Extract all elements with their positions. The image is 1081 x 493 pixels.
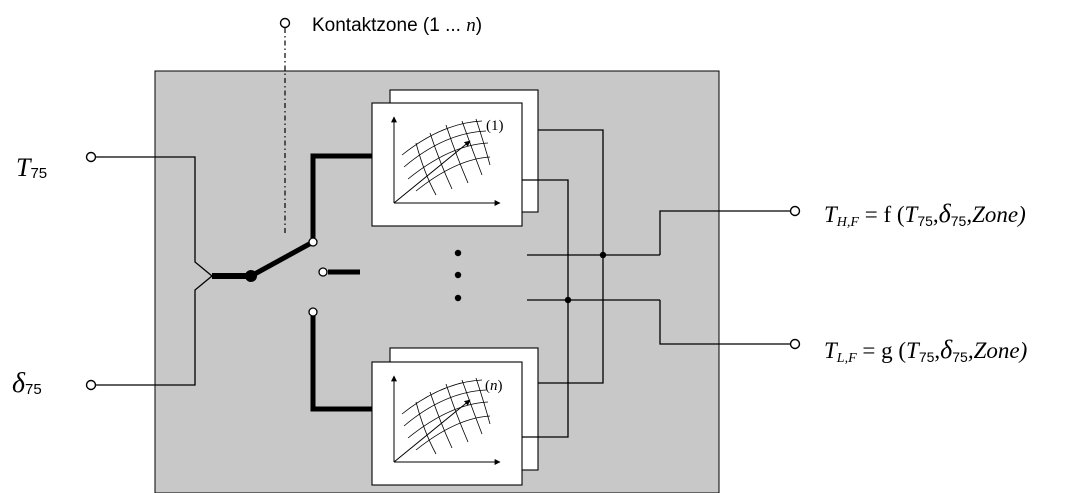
input-deflection: δ75	[12, 275, 213, 399]
map-1-out-low	[522, 179, 569, 438]
ellipsis-dot	[454, 249, 462, 257]
map-n-index-label: (n)	[485, 378, 503, 394]
map-1-index-label: (1)	[486, 118, 504, 134]
input-temperature-wire	[96, 156, 213, 277]
output-wiring	[522, 129, 790, 438]
ellipsis-dot	[454, 294, 462, 302]
contact-zone-terminal[interactable]	[279, 17, 291, 29]
switch-contact-n	[308, 307, 318, 317]
ellipsis-dots	[454, 249, 462, 302]
output-low-formula: TL,F = g (T75,δ75,Zone)	[824, 335, 1027, 366]
ellipsis-dot	[454, 271, 462, 279]
input-temperature-label: T75	[16, 153, 47, 182]
characteristic-map-graph	[391, 116, 501, 206]
map-card-1: (1)	[371, 89, 539, 227]
output-low-terminal[interactable]	[789, 338, 801, 350]
selector-switch	[212, 153, 372, 412]
contact-zone-label: Kontaktzone (1 ... n)	[312, 15, 482, 36]
junction-high	[599, 251, 607, 259]
output-low: TL,F = g (T75,δ75,Zone)	[789, 335, 1027, 366]
contact-zone-control: Kontaktzone (1 ... n)	[279, 15, 482, 233]
output-high-wire	[659, 210, 790, 255]
output-high-terminal[interactable]	[789, 205, 801, 217]
switch-contact-1	[308, 237, 318, 247]
input-deflection-terminal[interactable]	[85, 379, 97, 391]
output-low-wire	[659, 300, 790, 345]
junction-low	[564, 296, 572, 304]
switch-contact-mid	[318, 267, 328, 277]
input-deflection-label: δ75	[12, 368, 42, 399]
contact-1-wire	[310, 153, 372, 238]
input-temperature: T75	[16, 151, 213, 277]
input-temperature-terminal[interactable]	[85, 151, 97, 163]
map-card-n: (n)	[371, 347, 539, 486]
output-high-formula: TH,F = f (T75,δ75,Zone)	[824, 199, 1026, 230]
characteristic-map-graph	[391, 375, 501, 465]
map-card-front	[371, 361, 523, 486]
input-deflection-wire	[96, 275, 213, 386]
contact-n-wire	[310, 316, 372, 412]
switch-blade	[249, 239, 315, 279]
output-high: TH,F = f (T75,δ75,Zone)	[789, 199, 1026, 230]
